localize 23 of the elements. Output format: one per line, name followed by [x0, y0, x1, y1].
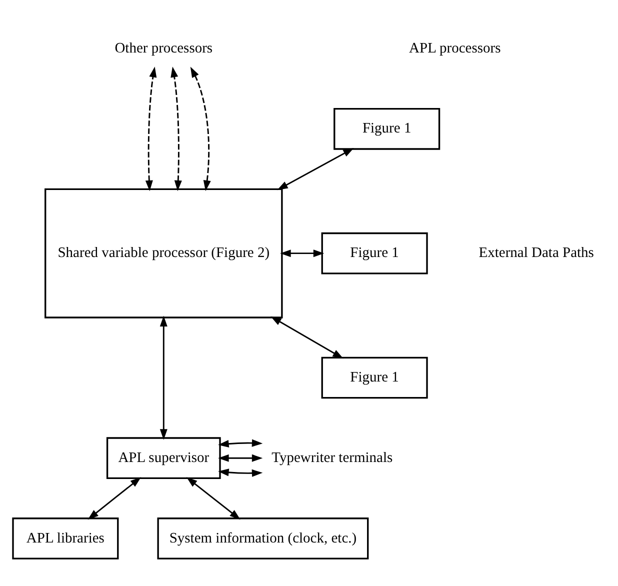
- arrow: [270, 316, 344, 358]
- node-box: System information (clock, etc.): [157, 517, 369, 559]
- node-box: Figure 1: [321, 232, 428, 274]
- arrow: [280, 249, 324, 257]
- arrow: [277, 148, 354, 190]
- arrow: [160, 315, 168, 440]
- label: APL processors: [409, 40, 501, 56]
- node-box: APL supervisor: [106, 436, 221, 479]
- node-text: Typewriter terminals: [272, 449, 393, 466]
- arrow: [218, 454, 263, 462]
- arrow: [186, 476, 240, 520]
- arrow: [190, 66, 211, 191]
- node-box: Figure 1: [334, 107, 440, 150]
- arrow: [218, 468, 263, 476]
- node-box: APL libraries: [12, 517, 119, 559]
- arrow: [88, 476, 142, 520]
- arrow: [145, 66, 157, 191]
- node-text: Other processors: [114, 40, 213, 56]
- arrow: [218, 438, 263, 448]
- label: External Data Paths: [478, 244, 594, 261]
- node-box: Shared variable processor (Figure 2): [44, 188, 283, 318]
- arrow: [170, 66, 182, 191]
- node-box: Figure 1: [321, 356, 428, 398]
